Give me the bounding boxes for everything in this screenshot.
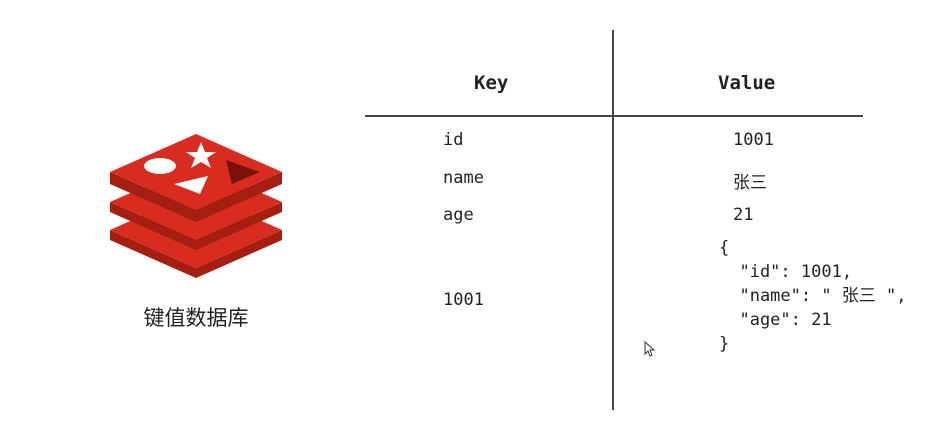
json-line: "age": 21 [719,310,832,330]
table-vertical-divider [612,30,614,410]
logo-caption: 键值数据库 [143,306,249,330]
table-header-divider [365,115,863,117]
json-line: { [719,238,730,258]
json-line: } [719,334,730,354]
row-key: id [443,130,464,150]
row-value: 1001 [733,130,774,150]
mouse-cursor-icon [644,341,656,357]
row-key: 1001 [443,290,484,310]
row-value: 张三 [733,173,767,193]
json-line: "id": 1001, [719,262,853,282]
redis-logo-icon [110,134,282,278]
row-value: 21 [733,205,754,225]
row-key: age [443,205,474,225]
row-key: name [443,168,484,188]
column-header-key: Key [474,72,509,94]
json-line: "name": " 张三 ", [719,286,907,306]
json-value-block: { "id": 1001, "name": " 张三 ", "age": 21 … [719,236,907,356]
column-header-value: Value [718,72,776,94]
